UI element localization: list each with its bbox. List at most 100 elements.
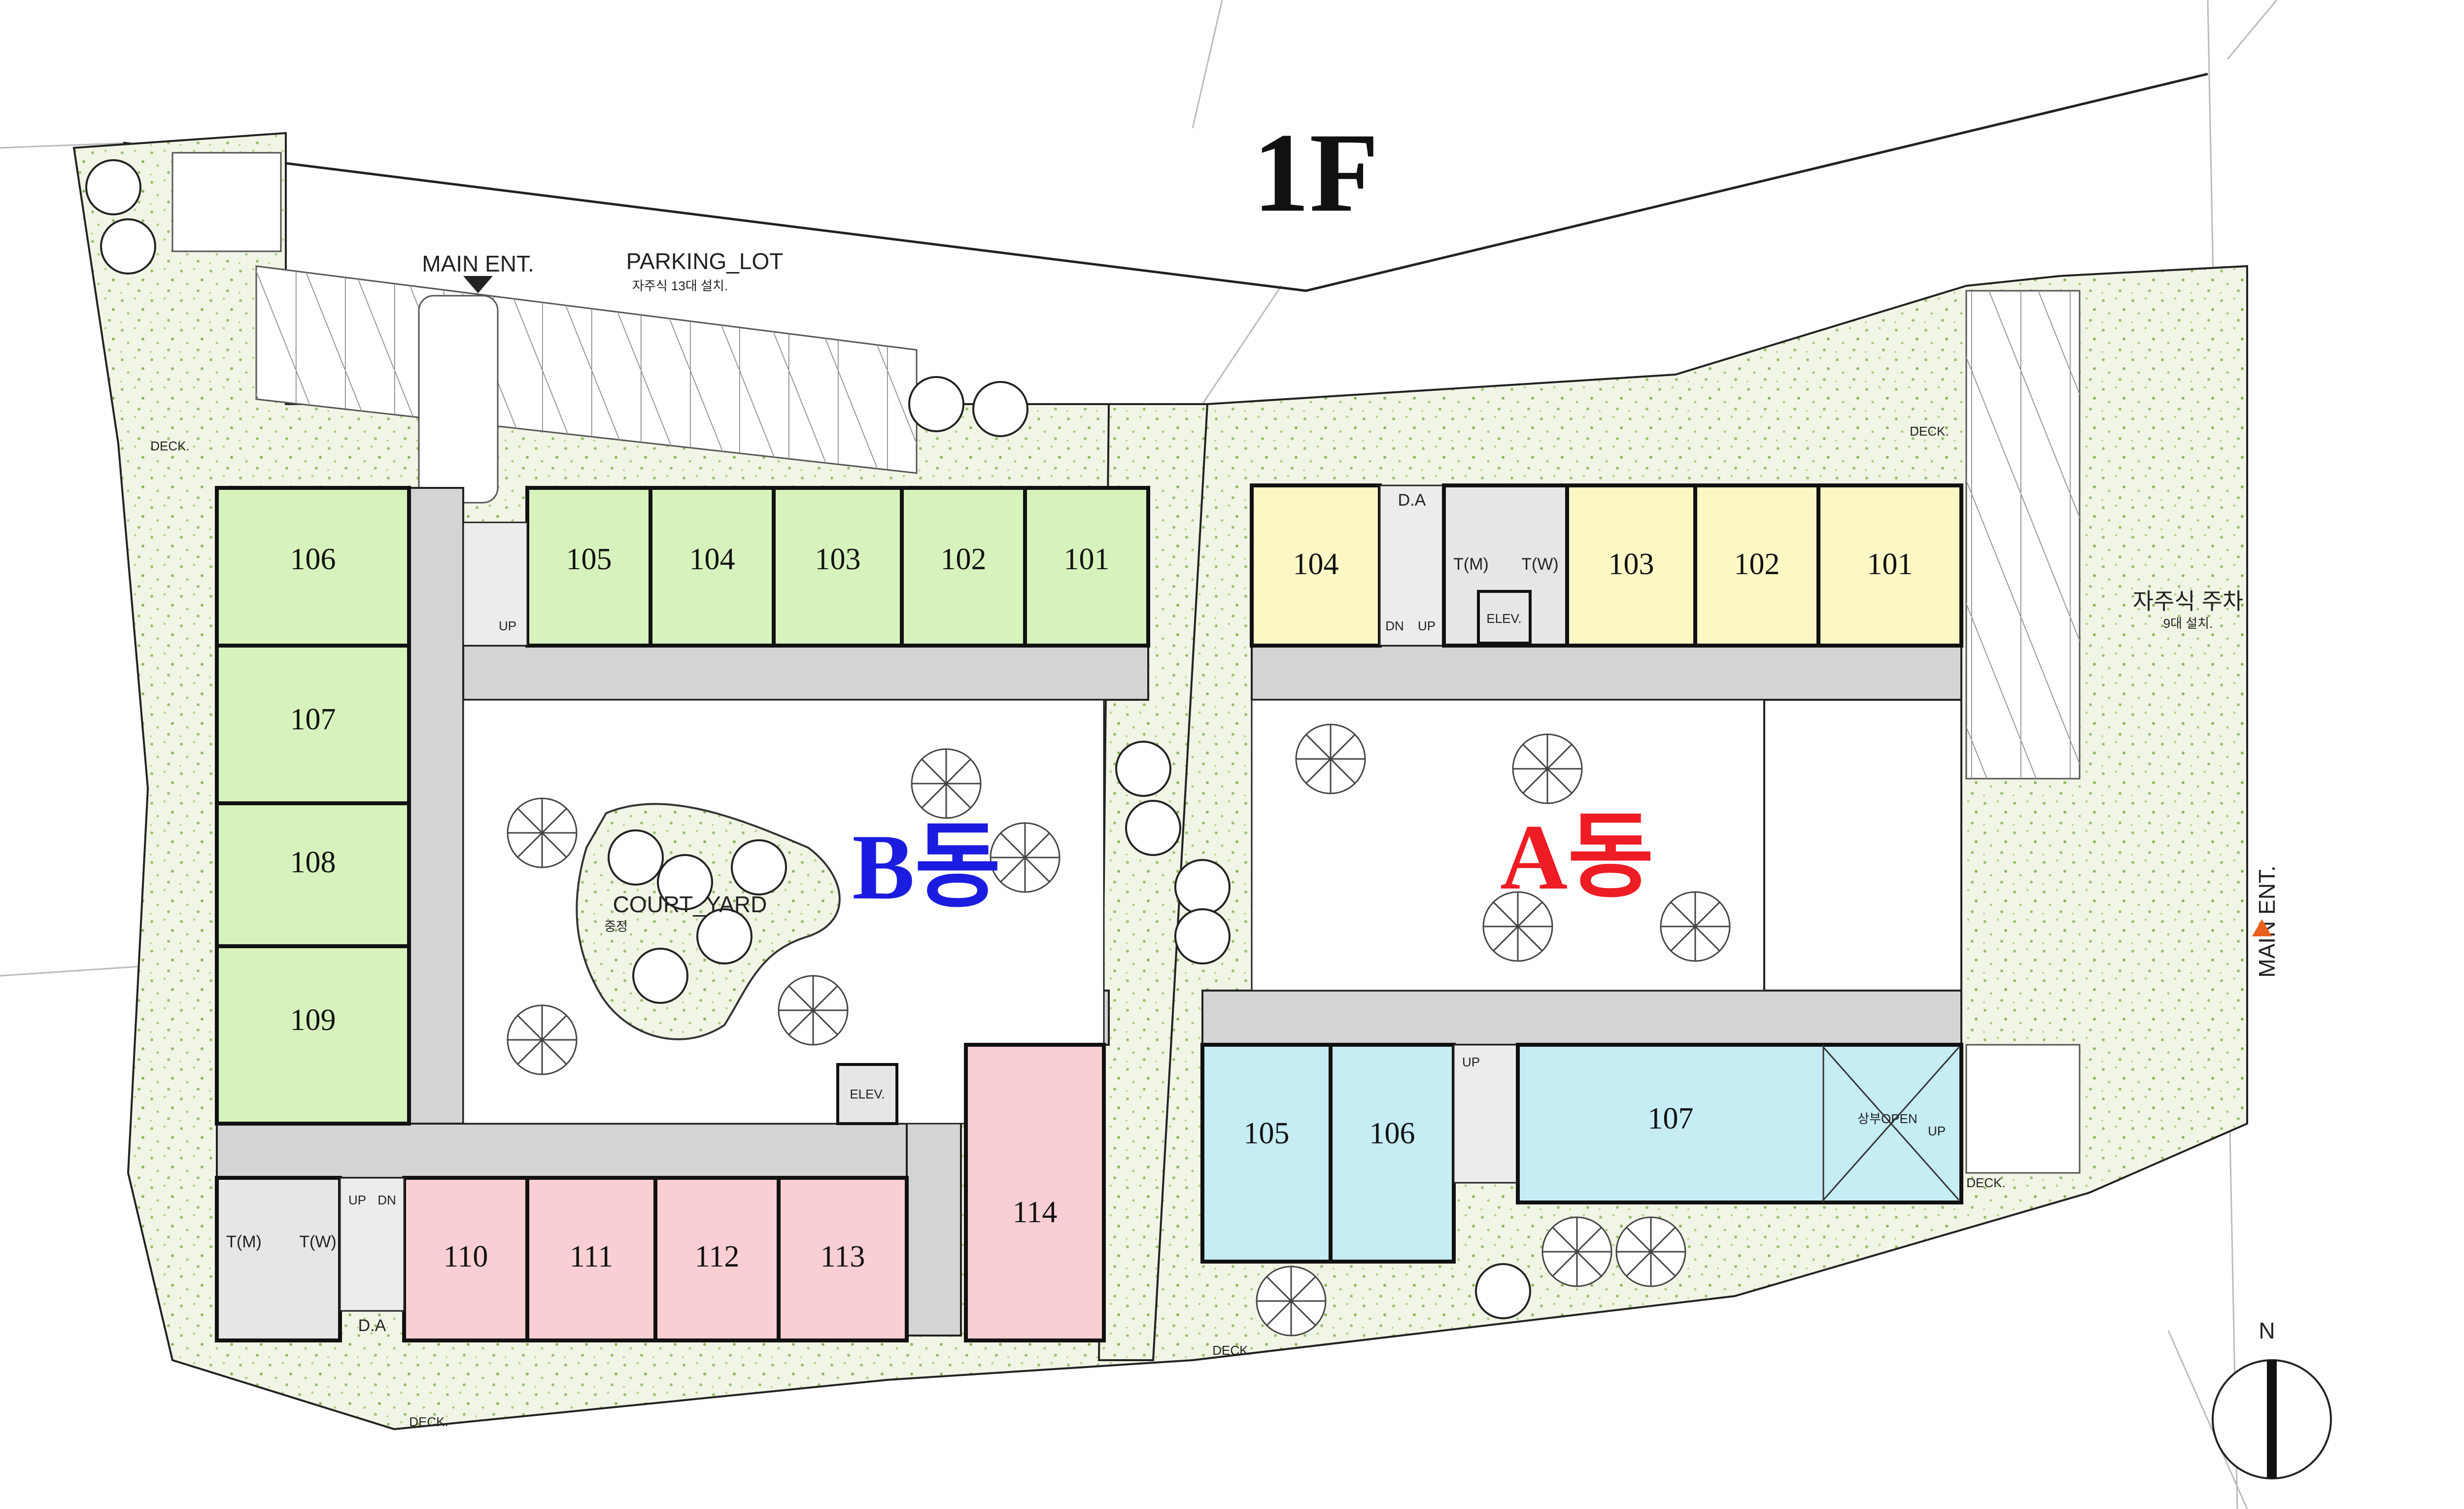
b-corridor-west (408, 487, 464, 1144)
a-tw-label: T(W) (1521, 555, 1559, 574)
tree (1174, 908, 1231, 964)
label-a-101: 101 (1867, 548, 1913, 581)
room-b-113 (777, 1176, 909, 1342)
tree (1174, 859, 1231, 915)
room-a-107 (1516, 1043, 1963, 1204)
b-up-label-north: UP (499, 618, 516, 633)
a-corridor-north (1251, 645, 1962, 701)
b-stair-north (462, 521, 528, 647)
a-open-above (1822, 1045, 1960, 1202)
a-up-label-south: UP (1462, 1055, 1480, 1069)
label-b-110: 110 (444, 1240, 488, 1273)
deck-label-ne: DECK. (1910, 424, 1949, 439)
tree (972, 381, 1028, 437)
self-parking-label: 자주식 주차 (2133, 588, 2243, 614)
label-a-107: 107 (1648, 1102, 1694, 1135)
tree (731, 839, 787, 895)
room-a-103 (1565, 483, 1697, 648)
label-a-105: 105 (1244, 1117, 1290, 1150)
room-b-106 (215, 486, 411, 648)
label-b-106: 106 (290, 543, 336, 576)
room-b-112 (653, 1176, 781, 1342)
parking-lot-note: 자주식 13대 설치. (632, 278, 728, 293)
umbrella-rib (1493, 901, 1543, 952)
north-road-edge (123, 72, 2208, 292)
room-b-114 (964, 1043, 1106, 1342)
building-a (1200, 483, 2081, 1264)
b-dn-label-south: DN (377, 1193, 396, 1207)
umbrella-rib (517, 1015, 567, 1065)
b-tm-label: T(M) (226, 1233, 262, 1251)
tree (1125, 800, 1181, 856)
b-corridor-south (216, 1123, 908, 1179)
a-da-label: D.A (1398, 491, 1426, 510)
a-open-label: 상부OPEN (1857, 1111, 1917, 1126)
room-b-111 (525, 1176, 657, 1342)
b-corridor-north (462, 645, 1149, 701)
a-dn-label: DN (1385, 618, 1404, 633)
building-b (215, 486, 1150, 1342)
a-elevator (1477, 590, 1532, 645)
label-b-103: 103 (815, 543, 861, 576)
room-b-103 (772, 486, 904, 648)
b-da-label: D.A (358, 1316, 386, 1335)
label-a-106: 106 (1369, 1117, 1415, 1150)
main-entrance-arrow-top (463, 276, 493, 293)
deck-label-a-south: DECK. (1212, 1343, 1251, 1358)
parking-lot-label: PARKING_LOT (626, 248, 784, 274)
main-entrance-label-top: MAIN ENT. (422, 251, 534, 276)
room-b-110 (402, 1176, 529, 1342)
room-b-105 (525, 486, 652, 648)
b-elevator (836, 1063, 898, 1125)
label-b-114: 114 (1013, 1196, 1058, 1229)
tree (696, 908, 753, 964)
tree (1115, 741, 1171, 797)
label-b-113: 113 (821, 1240, 865, 1273)
deck-label-nw: DECK. (150, 439, 189, 453)
umbrella-rib (1670, 901, 1720, 952)
svg-text:N: N (2259, 1318, 2275, 1343)
north-arrow: N (2212, 1318, 2332, 1479)
umbrella-rib (1552, 1227, 1602, 1277)
room-b-107 (215, 644, 411, 805)
umbrella-rib (1266, 1276, 1316, 1326)
room-b-108 (215, 801, 411, 948)
umbrella-rib (517, 808, 567, 858)
main-entrance-label-right: MAIN ENT. (2254, 865, 2280, 977)
a-courtyard (1251, 699, 1962, 992)
a-up-label: UP (1418, 618, 1436, 633)
a-elevator-label: ELEV. (1486, 611, 1521, 626)
b-tw-label: T(W) (299, 1233, 337, 1251)
self-parking-note: 9대 설치. (2163, 616, 2213, 631)
a-ramp-deck (1965, 1044, 2081, 1174)
umbrella-rib (788, 985, 838, 1035)
parking-lot-east (1965, 290, 2081, 780)
a-stair-core (1379, 484, 1445, 647)
room-b-102 (900, 486, 1027, 648)
tree (85, 159, 141, 215)
label-b-112: 112 (695, 1240, 740, 1273)
tree (100, 218, 156, 274)
main-entrance-arrow-right (2252, 919, 2272, 936)
floor-title: 1F (1253, 110, 1379, 236)
room-b-101 (1023, 486, 1150, 648)
label-b-108: 108 (290, 846, 336, 879)
patio-umbrellas (507, 723, 1731, 1337)
umbrella-rib (1000, 832, 1050, 883)
a-corridor-south (1201, 990, 1962, 1046)
a-up-label-open: UP (1928, 1124, 1946, 1138)
court-yard-sublabel: 중정 (604, 919, 628, 934)
deck-label-b-south: DECK. (409, 1414, 448, 1429)
label-b-107: 107 (290, 703, 336, 736)
umbrella-rib (1522, 744, 1573, 794)
b-stair-south (339, 1177, 405, 1312)
b-elevator-label: ELEV. (850, 1087, 885, 1101)
umbrella-rib (1626, 1227, 1676, 1277)
building-a-label: A동 (1500, 806, 1654, 909)
parking-lot-north (171, 152, 918, 504)
umbrella-rib (921, 758, 971, 809)
room-a-101 (1816, 483, 1963, 648)
label-b-105: 105 (566, 543, 612, 576)
b-up-label-south: UP (348, 1193, 366, 1207)
